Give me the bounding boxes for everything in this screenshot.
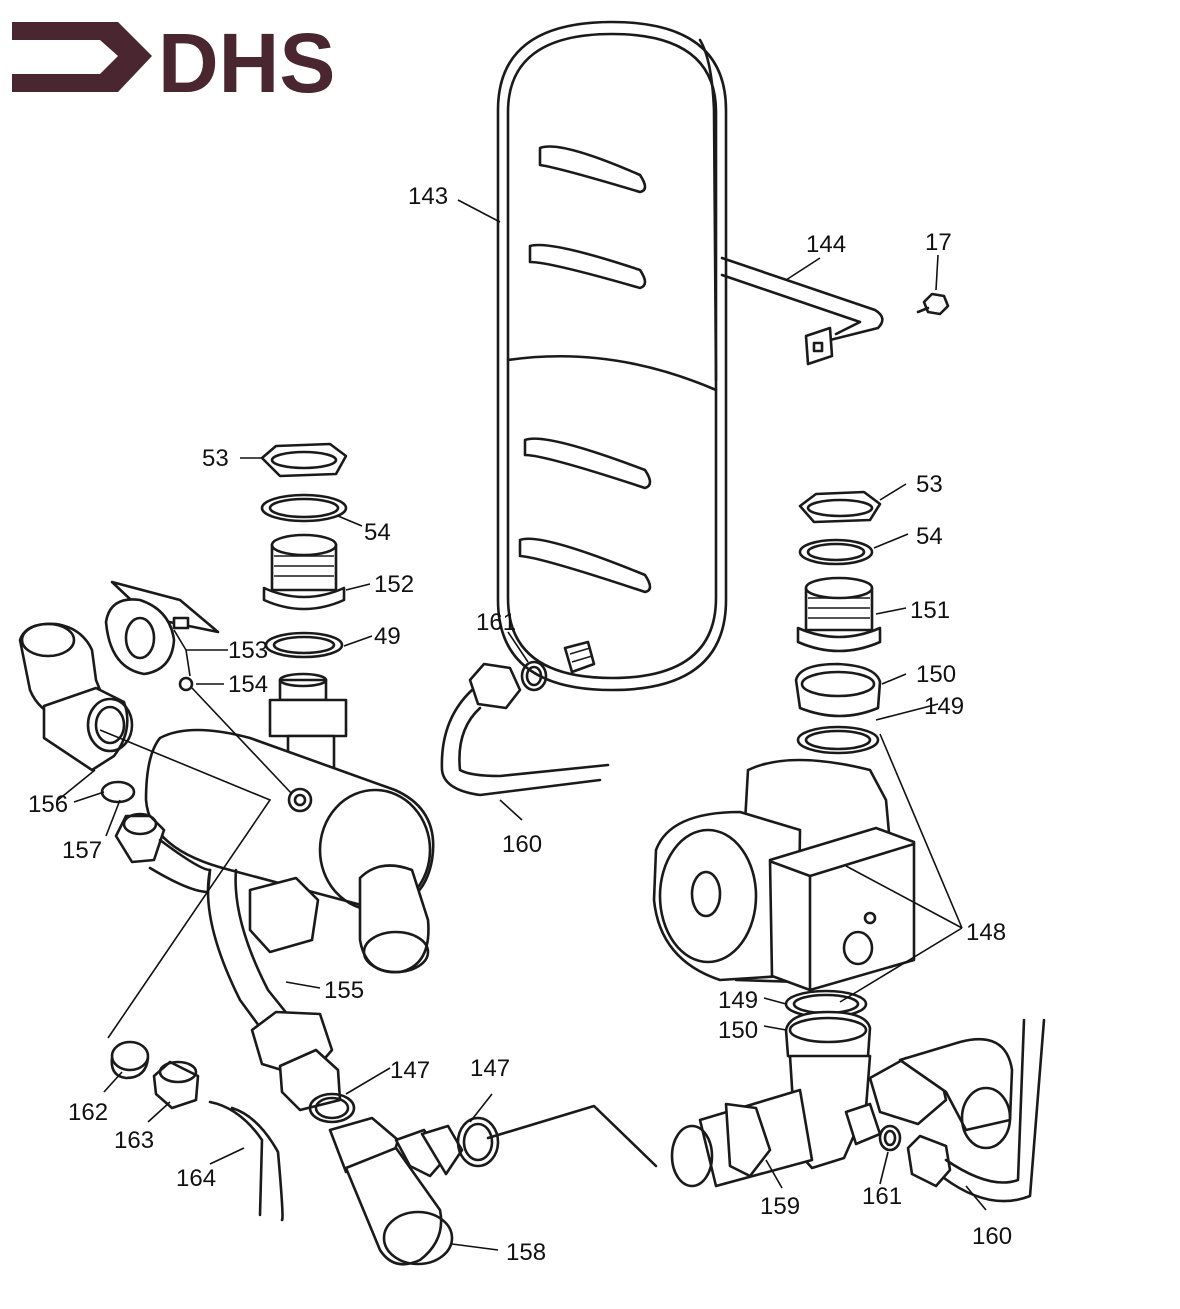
label-161-right: 161 — [862, 1183, 902, 1210]
label-163: 163 — [114, 1127, 154, 1154]
label-157: 157 — [62, 837, 102, 864]
parts-162-163-164 — [110, 1040, 284, 1222]
pressure-switch — [104, 580, 220, 692]
label-164: 164 — [176, 1165, 216, 1192]
vessel-bracket — [720, 256, 884, 366]
left-manifold — [144, 672, 435, 974]
leader-lines — [57, 199, 987, 1251]
label-160-right: 160 — [972, 1223, 1012, 1250]
label-143: 143 — [408, 183, 448, 210]
label-160-left: 160 — [502, 831, 542, 858]
right-union-stack — [794, 490, 882, 755]
expansion-vessel — [496, 20, 728, 692]
label-144: 144 — [806, 231, 846, 258]
label-159: 159 — [760, 1193, 800, 1220]
label-53-right: 53 — [916, 471, 943, 498]
label-147-right: 147 — [470, 1055, 510, 1082]
label-156: 156 — [28, 791, 68, 818]
label-147-left: 147 — [390, 1057, 430, 1084]
logo-arrow-icon — [12, 22, 152, 92]
label-54-right: 54 — [916, 523, 943, 550]
label-155: 155 — [324, 977, 364, 1004]
label-149-bottom: 149 — [718, 987, 758, 1014]
valve-158 — [308, 1092, 500, 1266]
circulating-pump — [652, 758, 916, 992]
part-labels: 143 144 17 53 54 152 49 153 154 156 157 … — [28, 183, 1012, 1266]
label-150-bottom: 150 — [718, 1017, 758, 1044]
label-148: 148 — [966, 919, 1006, 946]
label-153: 153 — [228, 637, 268, 664]
label-151: 151 — [910, 597, 950, 624]
logo-text: DHS — [158, 16, 335, 110]
label-150-top: 150 — [916, 661, 956, 688]
tee-fitting-159 — [670, 989, 1046, 1203]
label-149-top: 149 — [924, 693, 964, 720]
dhs-logo: DHS — [12, 16, 335, 110]
label-158: 158 — [506, 1239, 546, 1266]
label-53-left: 53 — [202, 445, 229, 472]
flex-pipe-160 — [440, 660, 658, 1168]
label-154: 154 — [228, 671, 268, 698]
left-valve — [18, 622, 212, 894]
label-161-left: 161 — [476, 609, 516, 636]
label-152: 152 — [374, 571, 414, 598]
left-union-stack — [260, 442, 348, 659]
label-49: 49 — [374, 623, 401, 650]
label-17: 17 — [925, 229, 952, 256]
bolt-17 — [916, 292, 950, 316]
label-54-left: 54 — [364, 519, 391, 546]
label-162: 162 — [68, 1099, 108, 1126]
